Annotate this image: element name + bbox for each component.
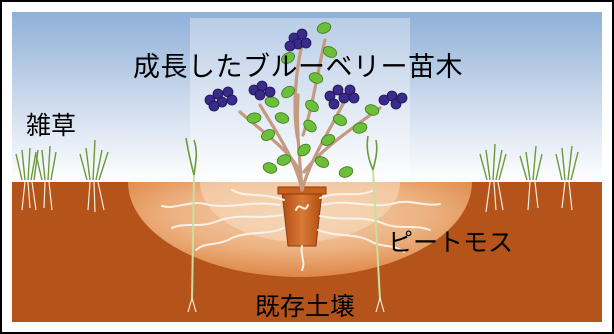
weed-roots-right (485, 181, 573, 213)
tall-grass-left (185, 137, 198, 313)
weed-roots-left (21, 181, 105, 213)
weeds-label: 雑草 (26, 111, 77, 140)
peat-moss-label: ピートモス (388, 228, 514, 257)
tall-grass-right (366, 135, 385, 313)
plant-leaves (246, 22, 380, 178)
pot (281, 191, 323, 247)
title-label: 成長したブルーベリー苗木 (133, 52, 463, 83)
roots (161, 189, 441, 271)
weeds-left (15, 139, 109, 181)
blueberry-clusters (204, 28, 408, 112)
existing-soil-label: 既存土壌 (255, 292, 356, 321)
weeds-right (479, 143, 579, 181)
